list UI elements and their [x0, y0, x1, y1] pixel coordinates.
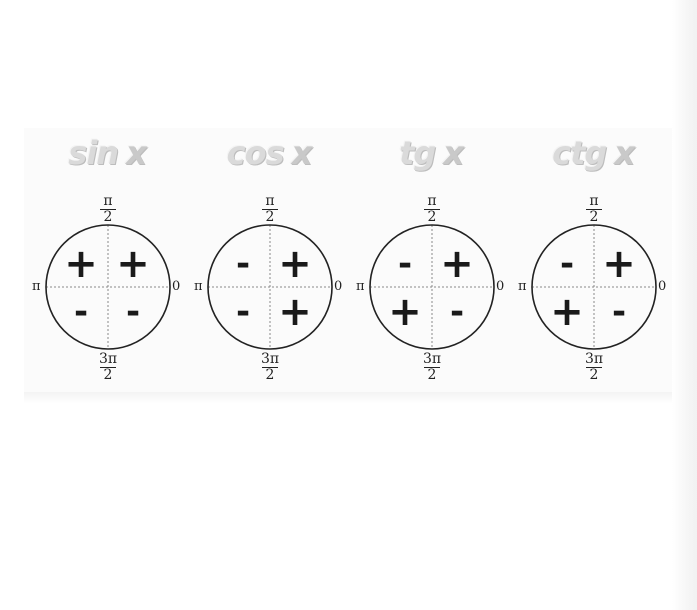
function-name: cos	[226, 134, 285, 172]
pi-label: π	[518, 279, 527, 294]
circle-outline	[207, 224, 333, 350]
quadrant-3-sign: -	[235, 292, 251, 332]
diagram-panel	[24, 128, 672, 400]
function-name: sin	[68, 134, 119, 172]
zero-label: 0	[172, 279, 181, 294]
pi-label: π	[356, 279, 365, 294]
quadrant-1-sign: +	[116, 241, 150, 287]
function-variable: x	[126, 134, 147, 172]
quadrant-3-sign: -	[73, 292, 89, 332]
quadrant-1-sign: +	[602, 241, 636, 287]
quadrant-4-sign: -	[449, 292, 465, 332]
unit-circle	[45, 224, 171, 350]
quadrant-3-sign: +	[550, 289, 584, 335]
quadrant-4-sign: -	[611, 292, 627, 332]
function-name: ctg	[552, 134, 607, 172]
unit-circle	[531, 224, 657, 350]
background-edge	[672, 0, 697, 610]
quadrant-2-sign: +	[64, 241, 98, 287]
zero-label: 0	[496, 279, 505, 294]
circle-outline	[369, 224, 495, 350]
quadrant-4-sign: +	[278, 289, 312, 335]
quadrant-2-sign: -	[559, 244, 575, 284]
circle-outline	[45, 224, 171, 350]
function-variable: x	[614, 134, 635, 172]
unit-circle	[207, 224, 333, 350]
function-name: tg	[399, 134, 436, 172]
quadrant-4-sign: -	[125, 292, 141, 332]
unit-circle	[369, 224, 495, 350]
quadrant-1-sign: +	[440, 241, 474, 287]
panel-shadow	[24, 392, 672, 404]
circle-outline	[531, 224, 657, 350]
zero-label: 0	[334, 279, 343, 294]
pi-label: π	[194, 279, 203, 294]
quadrant-2-sign: -	[397, 244, 413, 284]
function-variable: x	[443, 134, 464, 172]
function-variable: x	[291, 134, 313, 172]
pi-label: π	[32, 279, 41, 294]
quadrant-3-sign: +	[388, 289, 422, 335]
quadrant-1-sign: +	[278, 241, 312, 287]
quadrant-2-sign: -	[235, 244, 251, 284]
zero-label: 0	[658, 279, 667, 294]
